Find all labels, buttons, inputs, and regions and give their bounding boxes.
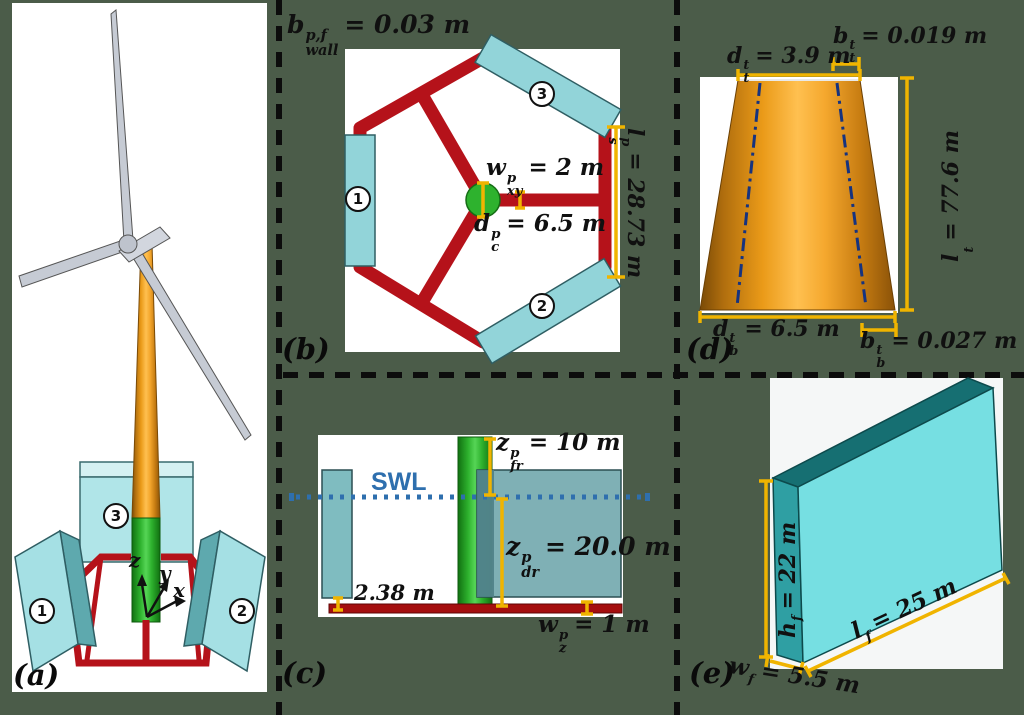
- pontoon-2-badge-a: 2: [229, 598, 255, 624]
- hub: [118, 234, 138, 254]
- pontoon-1-badge-a: 1: [29, 598, 55, 624]
- panel-c-label: (c): [282, 656, 328, 690]
- dim-clearance-label: 2.38 m: [354, 580, 435, 605]
- pontoon-1-badge-b: 1: [345, 186, 371, 212]
- base-plate: [328, 603, 623, 614]
- dimension-lines-c: [333, 437, 593, 616]
- panel-b-label: (b): [282, 332, 330, 366]
- pontoon-side-section: [321, 469, 353, 599]
- dimension-lines-e: [759, 479, 1011, 678]
- pontoon-3-badge-a: 3: [103, 503, 129, 529]
- rotor-blades: [18, 9, 252, 441]
- panel-dividers: [276, 0, 1024, 715]
- axis-arrowheads: [137, 574, 186, 607]
- pontoon-3-badge-b: 3: [529, 81, 555, 107]
- tower-centerlines: [735, 82, 868, 308]
- coordinate-axes: [140, 583, 178, 619]
- nacelle: [118, 226, 171, 263]
- submerged-pontoon-edge: [477, 470, 494, 597]
- swl-label: SWL: [371, 468, 427, 496]
- axis-y-label: y: [159, 561, 171, 585]
- slab-3d: [771, 377, 1003, 665]
- axis-z-label: z: [129, 548, 141, 572]
- panel-b-top-view: [344, 33, 625, 365]
- panel-a-label: (a): [13, 658, 60, 692]
- panel-e-label: (e): [689, 656, 735, 690]
- swl-waterline: [289, 493, 650, 501]
- dimension-lines-d: [698, 57, 914, 337]
- panel-d-tower: [698, 57, 914, 337]
- panel-e-slab: [759, 377, 1011, 678]
- panel-c-elevation: [289, 436, 650, 616]
- dimension-lines-b: [477, 125, 625, 279]
- axis-x-label: x: [173, 578, 185, 602]
- pontoon-2-badge-b: 2: [529, 293, 555, 319]
- panel-d-label: (d): [686, 332, 734, 366]
